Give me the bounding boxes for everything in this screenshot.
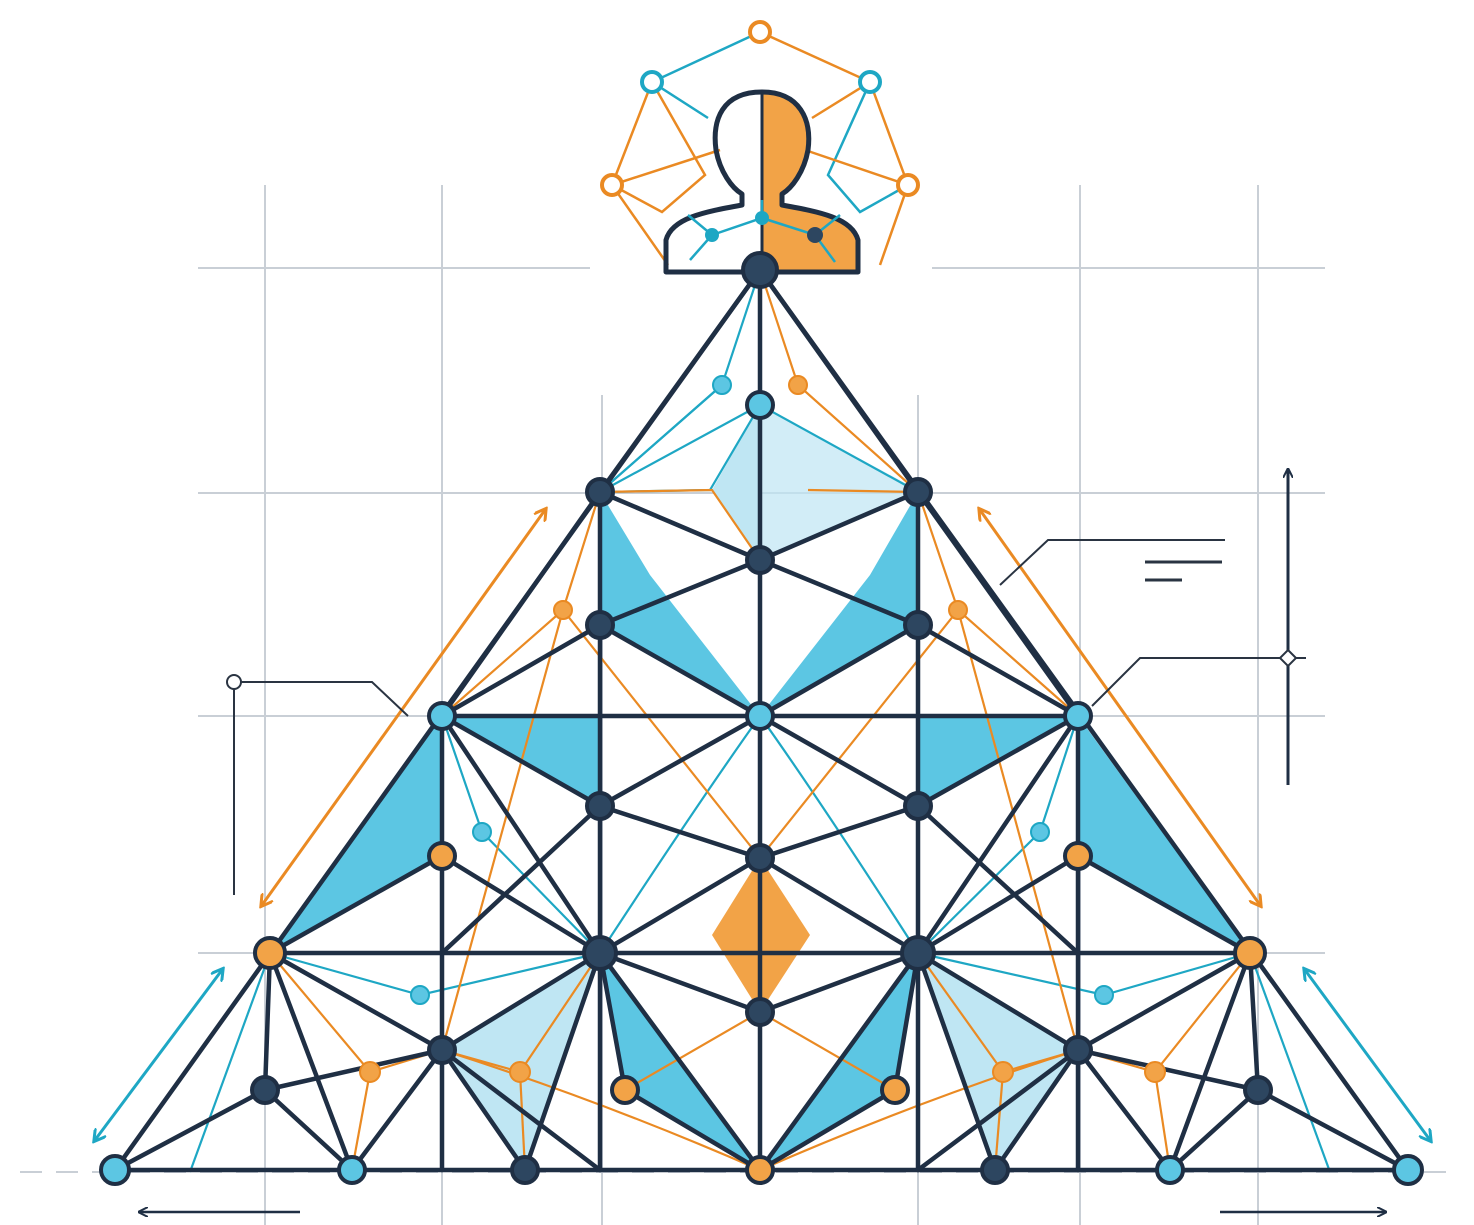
person-node xyxy=(705,228,719,242)
person-node xyxy=(807,227,823,243)
connector-dot xyxy=(360,1062,380,1082)
network-node xyxy=(429,703,455,729)
cyan-link xyxy=(190,953,270,1172)
callout-marker-icon xyxy=(227,675,241,689)
person-node xyxy=(755,211,769,225)
network-node xyxy=(255,938,285,968)
network-node xyxy=(905,612,931,638)
network-node xyxy=(429,843,455,869)
connector-dot xyxy=(473,823,491,841)
network-node xyxy=(1235,938,1265,968)
connector-dot xyxy=(1095,986,1113,1004)
connector-dot xyxy=(554,601,572,619)
connector-dot xyxy=(510,1062,530,1082)
network-node xyxy=(747,845,773,871)
network-node xyxy=(905,793,931,819)
network-node xyxy=(1394,1156,1422,1184)
network-node xyxy=(747,392,773,418)
network-node xyxy=(429,1037,455,1063)
network-node xyxy=(902,937,934,969)
network-node xyxy=(339,1157,365,1183)
network-node xyxy=(584,937,616,969)
network-link xyxy=(612,82,668,265)
network-node xyxy=(743,253,777,287)
navy-link xyxy=(918,806,1078,953)
person-right-half xyxy=(762,92,858,272)
navy-link xyxy=(442,806,600,953)
navy-link xyxy=(918,492,1078,716)
navy-link xyxy=(270,953,442,1170)
network-node xyxy=(747,703,773,729)
network-node xyxy=(587,612,613,638)
connector-dot xyxy=(949,601,967,619)
network-node xyxy=(882,1077,908,1103)
network-link xyxy=(805,150,908,185)
connector-dot xyxy=(1145,1062,1165,1082)
network-node xyxy=(252,1077,278,1103)
connector-dot xyxy=(713,376,731,394)
network-node xyxy=(747,999,773,1025)
orange-link xyxy=(958,610,1078,1050)
network-node xyxy=(1157,1157,1183,1183)
callout-leader xyxy=(241,682,408,716)
network-node xyxy=(587,793,613,819)
callout-marker-icon xyxy=(1280,650,1296,666)
network-node xyxy=(1065,843,1091,869)
network-node xyxy=(512,1157,538,1183)
network-node xyxy=(587,479,613,505)
cyan-link xyxy=(115,1050,442,1170)
person-network xyxy=(612,32,908,265)
callout-leader xyxy=(1092,658,1281,706)
network-link xyxy=(652,32,760,118)
cyan-link xyxy=(1078,1050,1408,1170)
network-node xyxy=(1065,1037,1091,1063)
network-node xyxy=(905,479,931,505)
network-node xyxy=(747,1157,773,1183)
network-node xyxy=(642,72,662,92)
dimension-arrows xyxy=(95,470,1430,1212)
network-node xyxy=(101,1156,129,1184)
network-node xyxy=(612,1077,638,1103)
network-node xyxy=(982,1157,1008,1183)
connector-dot xyxy=(993,1062,1013,1082)
double-arrow-icon xyxy=(95,970,222,1140)
network-node xyxy=(747,547,773,573)
connector-dot xyxy=(1031,823,1049,841)
connector-dot xyxy=(789,376,807,394)
network-node xyxy=(1245,1077,1271,1103)
navy-link xyxy=(442,492,600,716)
network-node xyxy=(602,175,622,195)
network-node xyxy=(1065,703,1091,729)
orange-link xyxy=(442,610,563,1050)
network-node xyxy=(898,175,918,195)
network-link xyxy=(612,150,720,185)
network-node xyxy=(750,22,770,42)
connector-dot xyxy=(411,986,429,1004)
network-node xyxy=(860,72,880,92)
person-icon xyxy=(602,22,918,272)
